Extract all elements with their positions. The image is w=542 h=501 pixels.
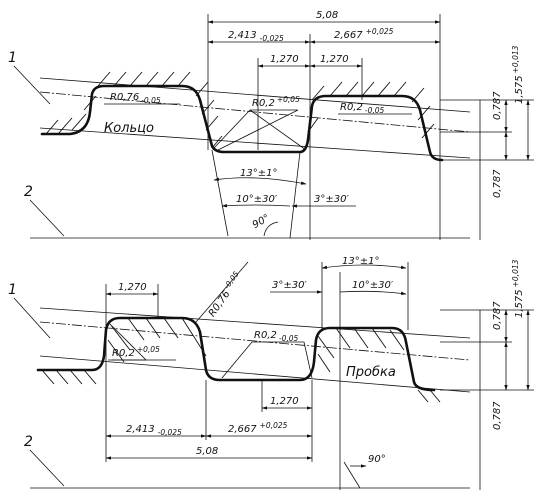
- radius-big-label: R0,76-0,05: [110, 92, 161, 105]
- radius-mid-label: R0,2+0,05: [112, 345, 160, 359]
- pitch-line-bottom: [39, 321, 471, 361]
- right-dim-top-label: 0,787: [492, 301, 503, 330]
- dim-right-label: 2,667+0,025: [228, 421, 288, 435]
- radius-mid-leader-2: [249, 109, 307, 151]
- leader-2-line: [29, 449, 65, 487]
- crest-line-top: [39, 77, 471, 113]
- angle-13-label: 13°±1°: [342, 256, 379, 267]
- angle-90-label: 90°: [251, 213, 272, 231]
- radius-mid-label: R0,2+0,05: [252, 95, 300, 109]
- part-name-plug: Пробка: [346, 365, 396, 380]
- angle-10-label: 10°±30′: [236, 194, 278, 205]
- radius-mid-leader: [213, 109, 299, 151]
- angle-arc-10: [221, 204, 291, 208]
- radius-right-label: R0,2-0,05: [254, 330, 298, 343]
- dim-mid-label: 1,270: [270, 396, 299, 407]
- angle-3-label: 3°±30′: [314, 194, 349, 205]
- dim-total-label: 5,08: [316, 10, 338, 21]
- plug-profile-view: 1,270 1,270 2,413-0,025 2,667+0,025 5,08…: [8, 256, 534, 490]
- angle-3-label: 3°±30′: [272, 280, 307, 291]
- root-line-bottom: [39, 355, 471, 393]
- dim-top-label: 1,270: [118, 282, 147, 293]
- ring-thread-contour: [40, 84, 444, 162]
- angle-line: [211, 149, 229, 237]
- dim-right-label: 2,667+0,025: [334, 27, 394, 41]
- angle-90-line: [343, 461, 361, 489]
- part-name-ring: Кольцо: [104, 121, 154, 136]
- angle-90-label: 90°: [368, 454, 386, 465]
- leader-1-line: [13, 65, 51, 105]
- leader-1-label: 1: [8, 282, 17, 298]
- dim-mid-a-label: 1,270: [270, 54, 299, 65]
- ring-hatching: [45, 71, 435, 149]
- right-dim-top-label: 0,787: [492, 91, 503, 120]
- plug-thread-contour: [36, 316, 436, 392]
- right-dim-bottom-label: 0,787: [492, 401, 503, 430]
- leader-1-label: 1: [8, 50, 17, 66]
- dim-total-label: 5,08: [196, 446, 218, 457]
- angle-arc-10: [339, 290, 407, 295]
- angle-arc-13: [321, 264, 407, 269]
- crest-line-bottom: [39, 307, 471, 339]
- ring-profile-view: 5,08 2,413-0,025 2,667+0,025 1,270 1,270…: [8, 10, 534, 240]
- angle-13-label: 13°±1°: [240, 168, 277, 179]
- radius-right-leader: [221, 341, 313, 379]
- radius-right-label: R0,2-0,05: [340, 102, 384, 115]
- right-dim-total-label: 1,575+0,013: [511, 45, 525, 104]
- right-dim-total-label: 1,575+0,013: [511, 259, 525, 318]
- angle-line: [289, 151, 301, 239]
- root-line-top: [39, 127, 471, 159]
- radius-big-label: R0,76-0,05: [204, 269, 245, 319]
- radius-big-leader: [195, 261, 249, 323]
- angle-arc-90: [263, 221, 279, 237]
- leader-2-label: 2: [24, 434, 33, 450]
- leader-1-line: [13, 297, 51, 339]
- right-dim-bottom-label: 0,787: [492, 169, 503, 198]
- dim-left-label: 2,413-0,025: [126, 424, 182, 437]
- leader-2-line: [29, 199, 65, 237]
- leader-2-label: 2: [24, 184, 33, 200]
- dim-left-label: 2,413-0,025: [228, 30, 284, 43]
- angle-arc-13: [213, 177, 307, 185]
- dim-mid-b-label: 1,270: [320, 54, 349, 65]
- angle-10-label: 10°±30′: [352, 280, 394, 291]
- plug-hatching: [41, 317, 441, 403]
- pitch-line-top: [39, 91, 471, 133]
